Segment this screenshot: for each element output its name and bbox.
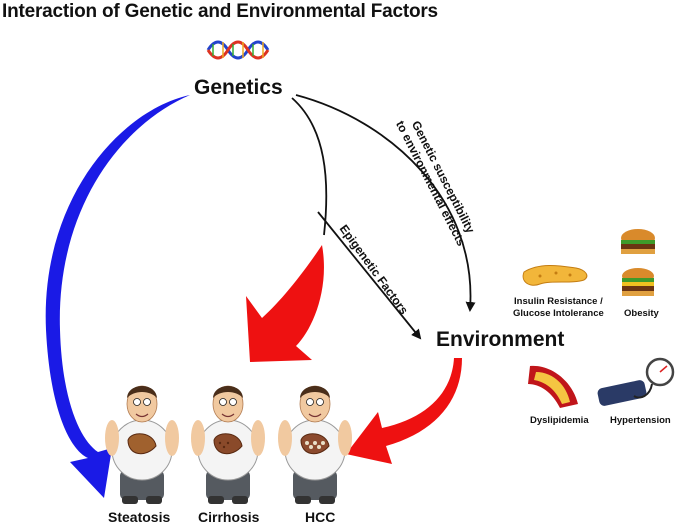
patients-group [105,385,352,504]
genetics-to-steatosis-arrow [45,95,190,498]
genetic-susceptibility-arrow [295,94,476,312]
cirrhosis-label: Cirrhosis [198,509,260,525]
environment-label: Environment [436,328,565,351]
liver-patient-icon [191,385,265,504]
insulin-resistance-label: Insulin Resistance / Glucose Intolerance [513,296,604,320]
liver-patient-icon [278,385,352,504]
insulin-line-2: Glucose Intolerance [513,308,604,319]
burger-icon [621,229,655,296]
artery-icon [528,365,578,408]
insulin-line-1: Insulin Resistance / [514,296,603,307]
pancreas-icon [522,265,588,286]
dyslipidemia-label: Dyslipidemia [530,415,589,426]
hcc-label: HCC [305,509,336,525]
epigenetic-factors-arrow [317,211,422,340]
steatosis-label: Steatosis [108,509,171,525]
genetics-to-epigenetic-curve [291,97,328,236]
hypertension-label: Hypertension [610,415,671,426]
liver-patient-icon [105,385,179,504]
diagram-title: Interaction of Genetic and Environmental… [2,1,438,22]
blood-pressure-icon [597,357,675,406]
dna-icon [206,40,270,60]
genetics-label: Genetics [194,76,283,99]
to-cirrhosis-arrow [246,245,324,362]
obesity-label: Obesity [624,308,659,319]
environment-to-hcc-arrow [346,358,462,464]
